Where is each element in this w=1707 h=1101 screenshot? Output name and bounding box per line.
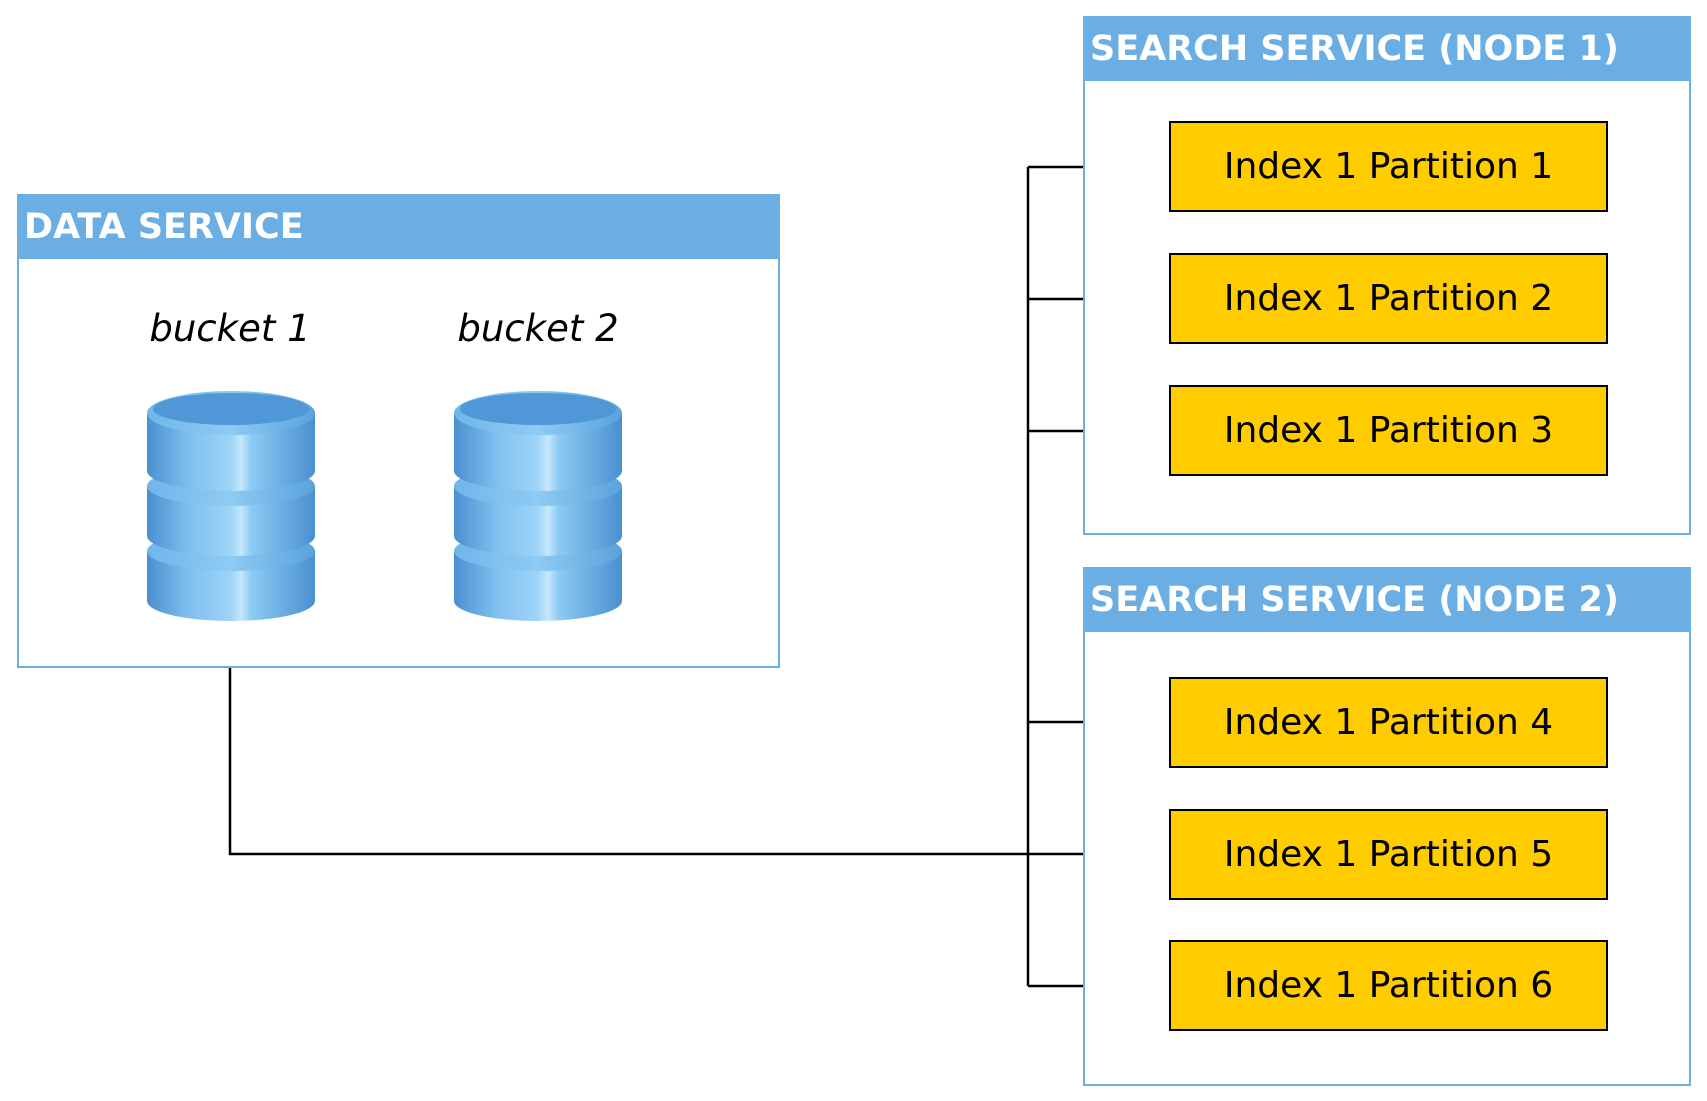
data-service-panel: DATA SERVICE — [17, 194, 780, 668]
index-partition-box[interactable]: Index 1 Partition 3 — [1169, 385, 1608, 476]
index-partition-box[interactable]: Index 1 Partition 6 — [1169, 940, 1608, 1031]
bucket-1-label: bucket 1 — [149, 307, 311, 350]
bucket-2-label: bucket 2 — [457, 307, 619, 350]
search-service-node-1-title: SEARCH SERVICE (NODE 1) — [1085, 18, 1689, 81]
data-service-title: DATA SERVICE — [19, 196, 778, 259]
database-icon[interactable] — [145, 383, 317, 623]
database-icon[interactable] — [452, 383, 624, 623]
index-partition-box[interactable]: Index 1 Partition 5 — [1169, 809, 1608, 900]
search-service-node-2-title: SEARCH SERVICE (NODE 2) — [1085, 569, 1689, 632]
index-partition-box[interactable]: Index 1 Partition 4 — [1169, 677, 1608, 768]
index-partition-box[interactable]: Index 1 Partition 2 — [1169, 253, 1608, 344]
index-partition-box[interactable]: Index 1 Partition 1 — [1169, 121, 1608, 212]
